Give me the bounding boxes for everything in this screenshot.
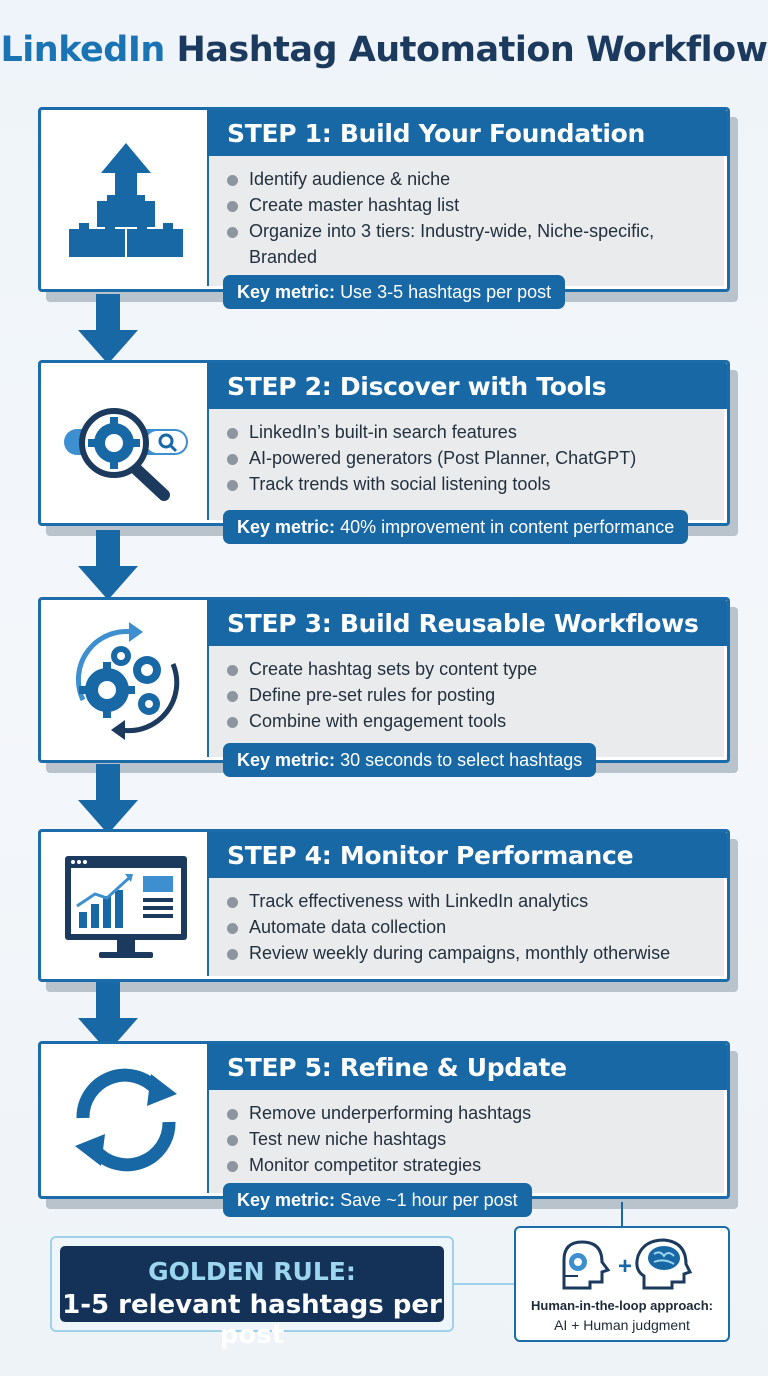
metric-value: Save ~1 hour per post xyxy=(340,1190,518,1210)
step-4-title: STEP 4: Monitor Performance xyxy=(227,841,634,870)
step-2-card: STEP 2: Discover with Tools LinkedIn’s b… xyxy=(38,360,738,544)
step-1-metric-badge: Key metric: Use 3-5 hashtags per post xyxy=(223,275,566,309)
refresh-arrows-icon xyxy=(44,1047,207,1193)
human-loop-text: AI + Human judgment xyxy=(554,1317,690,1333)
list-item: LinkedIn’s built-in search features xyxy=(223,419,714,445)
step-1-title: STEP 1: Build Your Foundation xyxy=(227,119,646,148)
metric-label: Key metric: xyxy=(237,517,336,537)
human-loop-title: Human-in-the-loop approach: xyxy=(531,1298,713,1313)
list-item: Create master hashtag list xyxy=(223,192,714,218)
list-item: Combine with engagement tools xyxy=(223,708,714,734)
step-5-bullets: Remove underperforming hashtags Test new… xyxy=(223,1100,714,1178)
golden-rule-text: 1-5 relevant hashtags per post xyxy=(62,1290,442,1350)
metric-value: 40% improvement in content performance xyxy=(340,517,675,537)
golden-rule-label: GOLDEN RULE: xyxy=(148,1257,356,1286)
title-rest: Hashtag Automation Workflow xyxy=(176,30,768,70)
step-5-card: STEP 5: Refine & Update Remove underperf… xyxy=(38,1041,738,1217)
human-in-the-loop-box: + Human-in-the-loop approach: AI + Human… xyxy=(514,1226,730,1342)
down-arrow-icon xyxy=(78,982,138,1057)
list-item: Identify audience & niche xyxy=(223,166,714,192)
metric-label: Key metric: xyxy=(237,750,336,770)
step-3-card: STEP 3: Build Reusable Workflows Create … xyxy=(38,597,738,777)
step-2-metric-badge: Key metric: 40% improvement in content p… xyxy=(223,510,689,544)
step-3-metric-badge: Key metric: 30 seconds to select hashtag… xyxy=(223,743,597,777)
metric-value: 30 seconds to select hashtags xyxy=(340,750,583,770)
gears-cycle-icon xyxy=(44,603,207,757)
list-item: Review weekly during campaigns, monthly … xyxy=(223,940,714,966)
step-2-title: STEP 2: Discover with Tools xyxy=(227,372,607,401)
list-item: AI-powered generators (Post Planner, Cha… xyxy=(223,445,714,471)
list-item: Track effectiveness with LinkedIn analyt… xyxy=(223,888,714,914)
list-item: Define pre-set rules for posting xyxy=(223,682,714,708)
list-item: Create hashtag sets by content type xyxy=(223,656,714,682)
step-1-card: STEP 1: Build Your Foundation Identify a… xyxy=(38,107,738,309)
step-5-title: STEP 5: Refine & Update xyxy=(227,1053,567,1082)
analytics-monitor-icon xyxy=(44,835,207,976)
step-5-metric-badge: Key metric: Save ~1 hour per post xyxy=(223,1183,532,1217)
list-item: Remove underperforming hashtags xyxy=(223,1100,714,1126)
down-arrow-icon xyxy=(78,294,138,369)
metric-value: Use 3-5 hashtags per post xyxy=(340,282,552,302)
human-brain-head-icon xyxy=(635,1238,693,1290)
title-brand: LinkedIn xyxy=(0,30,165,70)
metric-label: Key metric: xyxy=(237,282,336,302)
list-item: Organize into 3 tiers: Industry-wide, Ni… xyxy=(223,218,714,270)
plus-sign: + xyxy=(618,1253,632,1280)
page-title: LinkedIn Hashtag Automation Workflow xyxy=(0,30,768,70)
golden-rule-box: GOLDEN RULE: 1-5 relevant hashtags per p… xyxy=(50,1236,454,1350)
list-item: Track trends with social listening tools xyxy=(223,471,714,497)
step-3-title: STEP 3: Build Reusable Workflows xyxy=(227,609,699,638)
list-item: Test new niche hashtags xyxy=(223,1126,714,1152)
list-item: Automate data collection xyxy=(223,914,714,940)
robot-head-icon xyxy=(562,1240,611,1290)
down-arrow-icon xyxy=(78,530,138,605)
step-4-card: STEP 4: Monitor Performance Track effect… xyxy=(38,829,738,992)
down-arrow-icon xyxy=(78,764,138,839)
step-1-bullets: Identify audience & niche Create master … xyxy=(223,166,714,270)
magnifier-gear-search-icon xyxy=(44,366,207,520)
step-2-bullets: LinkedIn’s built-in search features AI-p… xyxy=(223,419,714,497)
metric-label: Key metric: xyxy=(237,1190,336,1210)
list-item: Monitor competitor strategies xyxy=(223,1152,714,1178)
step-3-bullets: Create hashtag sets by content type Defi… xyxy=(223,656,714,734)
stacked-blocks-up-arrow-icon xyxy=(44,113,207,286)
step-4-bullets: Track effectiveness with LinkedIn analyt… xyxy=(223,888,714,966)
